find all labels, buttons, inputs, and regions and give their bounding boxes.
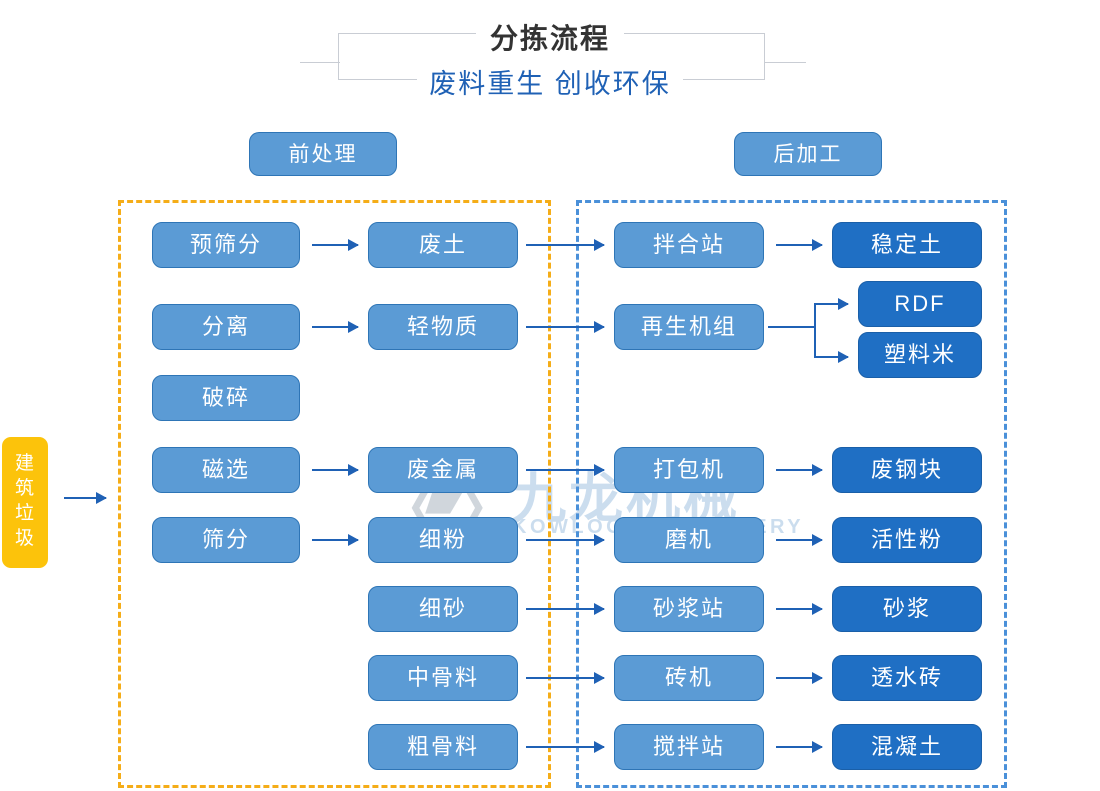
title-rule-right	[764, 62, 806, 63]
page-title: 分拣流程	[0, 17, 1100, 57]
node-mixing-station[interactable]: 拌合站	[614, 222, 764, 268]
node-waste-soil[interactable]: 废土	[368, 222, 518, 268]
node-pre-screen[interactable]: 预筛分	[152, 222, 300, 268]
arrow-regeneration-to-rdf	[814, 298, 849, 310]
node-regeneration-unit[interactable]: 再生机组	[614, 304, 764, 350]
arrow-magnetic-to-scrap-metal	[312, 464, 359, 476]
page-subtitle-text: 废料重生 创收环保	[417, 69, 683, 99]
arrow-mill-to-active-powder	[776, 534, 823, 546]
arrow-brick-machine-to-permeable-brick	[776, 672, 823, 684]
node-medium-aggregate[interactable]: 中骨料	[368, 655, 518, 701]
node-stabilized-soil[interactable]: 稳定土	[832, 222, 982, 268]
node-plastic-pellets[interactable]: 塑料米	[858, 332, 982, 378]
node-mill[interactable]: 磨机	[614, 517, 764, 563]
arrow-baler-to-scrap-steel-block	[776, 464, 823, 476]
zone-pre-processing	[118, 200, 551, 788]
node-coarse-aggregate[interactable]: 粗骨料	[368, 724, 518, 770]
node-rdf[interactable]: RDF	[858, 281, 982, 327]
node-light-material[interactable]: 轻物质	[368, 304, 518, 350]
input-construction-waste: 建筑垃圾	[2, 437, 48, 568]
node-scrap-metal[interactable]: 废金属	[368, 447, 518, 493]
node-screen[interactable]: 筛分	[152, 517, 300, 563]
title-rule-left	[300, 62, 340, 63]
zone-post-processing	[576, 200, 1007, 788]
node-separate[interactable]: 分离	[152, 304, 300, 350]
branch-riser-regeneration	[814, 304, 816, 358]
arrow-concrete-station-to-concrete	[776, 741, 823, 753]
arrow-separate-to-light-material	[312, 321, 359, 333]
page-subtitle: 废料重生 创收环保	[0, 62, 1100, 101]
node-crush[interactable]: 破碎	[152, 375, 300, 421]
arrow-coarse-aggregate-to-concrete-station	[526, 741, 605, 753]
page-title-text: 分拣流程	[475, 23, 624, 54]
arrow-medium-aggregate-to-brick-machine	[526, 672, 605, 684]
branch-stem-regeneration	[768, 326, 816, 328]
stage-label-pre-processing: 前处理	[249, 132, 397, 176]
node-scrap-steel-block[interactable]: 废钢块	[832, 447, 982, 493]
node-fine-sand[interactable]: 细砂	[368, 586, 518, 632]
node-permeable-brick[interactable]: 透水砖	[832, 655, 982, 701]
arrow-mixing-station-to-stabilized-soil	[776, 239, 823, 251]
node-magnetic[interactable]: 磁选	[152, 447, 300, 493]
arrow-mortar-station-to-mortar	[776, 603, 823, 615]
stage-label-post-processing: 后加工	[734, 132, 882, 176]
arrow-feed-to-pre	[64, 492, 107, 504]
arrow-screen-to-fine-powder	[312, 534, 359, 546]
arrow-light-material-to-regeneration-unit	[526, 321, 605, 333]
node-brick-machine[interactable]: 砖机	[614, 655, 764, 701]
node-mortar-station[interactable]: 砂浆站	[614, 586, 764, 632]
arrow-waste-soil-to-mixing-station	[526, 239, 605, 251]
node-baler[interactable]: 打包机	[614, 447, 764, 493]
node-fine-powder[interactable]: 细粉	[368, 517, 518, 563]
arrow-scrap-metal-to-baler	[526, 464, 605, 476]
node-concrete-station[interactable]: 搅拌站	[614, 724, 764, 770]
arrow-pre-screen-to-waste-soil	[312, 239, 359, 251]
arrow-fine-powder-to-mill	[526, 534, 605, 546]
node-concrete[interactable]: 混凝土	[832, 724, 982, 770]
node-active-powder[interactable]: 活性粉	[832, 517, 982, 563]
arrow-fine-sand-to-mortar-station	[526, 603, 605, 615]
node-mortar[interactable]: 砂浆	[832, 586, 982, 632]
arrow-regeneration-to-plastic-pellets	[814, 351, 849, 363]
